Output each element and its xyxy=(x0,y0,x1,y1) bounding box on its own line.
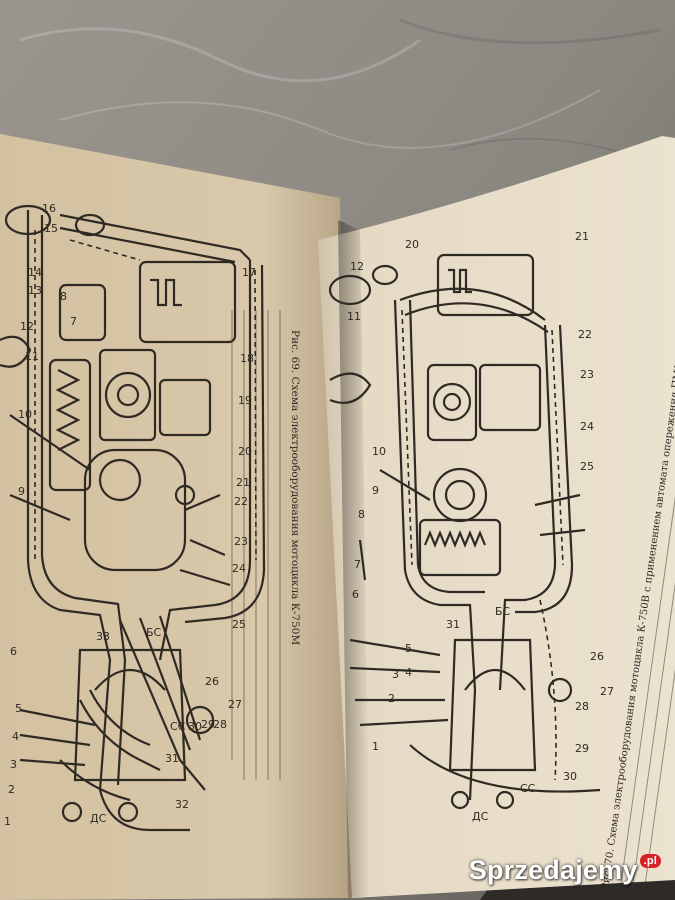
right-label-12: 12 xyxy=(350,260,364,273)
right-label-20: 20 xyxy=(405,238,419,251)
left-label-16: 16 xyxy=(42,202,56,215)
right-label-31: 31 xyxy=(446,618,460,631)
right-wiring-diagram xyxy=(328,253,601,810)
left-label-14: 14 xyxy=(28,266,42,279)
left-label-7: 7 xyxy=(70,315,77,328)
right-label-11: 11 xyxy=(347,310,361,323)
right-label-3: 3 xyxy=(392,668,399,681)
left-label-3: 3 xyxy=(10,758,17,771)
left-label-26: 26 xyxy=(205,675,219,688)
left-label-10: 10 xyxy=(18,408,32,421)
right-label-28: 28 xyxy=(575,700,589,713)
left-label-ds: ДС xyxy=(90,812,107,825)
right-label-8: 8 xyxy=(358,508,365,521)
right-label-7: 7 xyxy=(354,558,361,571)
right-label-10: 10 xyxy=(372,445,386,458)
left-label-6: 6 xyxy=(10,645,17,658)
left-label-19: 19 xyxy=(238,394,252,407)
left-label-15: 15 xyxy=(44,222,58,235)
left-label-1: 1 xyxy=(4,815,11,828)
left-label-13: 13 xyxy=(28,284,42,297)
left-label-27: 27 xyxy=(228,698,242,711)
right-label-22: 22 xyxy=(578,328,592,341)
left-label-ss: СС xyxy=(170,720,186,733)
left-label-31: 31 xyxy=(165,752,179,765)
right-label-bs: БС xyxy=(495,605,511,618)
left-label-11: 11 xyxy=(25,350,39,363)
right-label-ss: СС xyxy=(520,782,536,795)
right-label-21: 21 xyxy=(575,230,589,243)
left-wiring-diagram xyxy=(0,204,266,832)
stone-texture xyxy=(19,18,671,171)
left-label-24: 24 xyxy=(232,562,246,575)
sprzedajemy-watermark: Sprzedajemy.pl xyxy=(468,853,661,886)
left-label-17: 17 xyxy=(242,266,256,279)
left-caption: Рис. 69. Схема электрооборудования мотоц… xyxy=(289,330,301,645)
left-label-30: 30 xyxy=(188,720,202,733)
left-label-28: 28 xyxy=(213,718,227,731)
right-label-23: 23 xyxy=(580,368,594,381)
left-label-20: 20 xyxy=(238,445,252,458)
right-label-30: 30 xyxy=(563,770,577,783)
right-label-ds: ДС xyxy=(472,810,489,823)
right-label-2: 2 xyxy=(388,692,395,705)
right-label-29: 29 xyxy=(575,742,589,755)
left-label-4: 4 xyxy=(12,730,19,743)
left-caption-block: Рис. 69. Схема электрооборудования мотоц… xyxy=(231,310,301,780)
right-label-24: 24 xyxy=(580,420,594,433)
watermark-suffix: .pl xyxy=(639,853,661,868)
left-number-labels: 16 15 14 13 12 11 10 9 8 7 6 5 4 3 2 1 1… xyxy=(4,202,256,828)
right-page xyxy=(318,136,675,898)
left-page xyxy=(0,134,352,900)
left-label-18: 18 xyxy=(240,352,254,365)
right-number-labels: 12 11 10 9 8 7 6 5 4 3 2 1 20 21 22 23 2… xyxy=(347,230,614,823)
right-label-5: 5 xyxy=(405,642,412,655)
left-label-22: 22 xyxy=(234,495,248,508)
left-label-23: 23 xyxy=(234,535,248,548)
right-label-26: 26 xyxy=(590,650,604,663)
right-label-1: 1 xyxy=(372,740,379,753)
left-label-32: 32 xyxy=(175,798,189,811)
right-label-9: 9 xyxy=(372,484,379,497)
left-label-33: 33 xyxy=(96,630,110,643)
left-label-12: 12 xyxy=(20,320,34,333)
left-label-9: 9 xyxy=(18,485,25,498)
watermark-text: Sprzedajemy xyxy=(468,855,638,885)
left-label-2: 2 xyxy=(8,783,15,796)
left-label-bs: БС xyxy=(146,626,162,639)
right-label-25: 25 xyxy=(580,460,594,473)
left-label-29: 29 xyxy=(201,718,215,731)
left-label-5: 5 xyxy=(15,702,22,715)
left-label-25: 25 xyxy=(232,618,246,631)
right-label-6: 6 xyxy=(352,588,359,601)
book-gutter xyxy=(338,220,370,898)
right-label-27: 27 xyxy=(600,685,614,698)
right-dashed-wires xyxy=(401,309,564,781)
left-label-8: 8 xyxy=(60,290,67,303)
right-label-4: 4 xyxy=(405,666,412,679)
left-label-21: 21 xyxy=(236,476,250,489)
